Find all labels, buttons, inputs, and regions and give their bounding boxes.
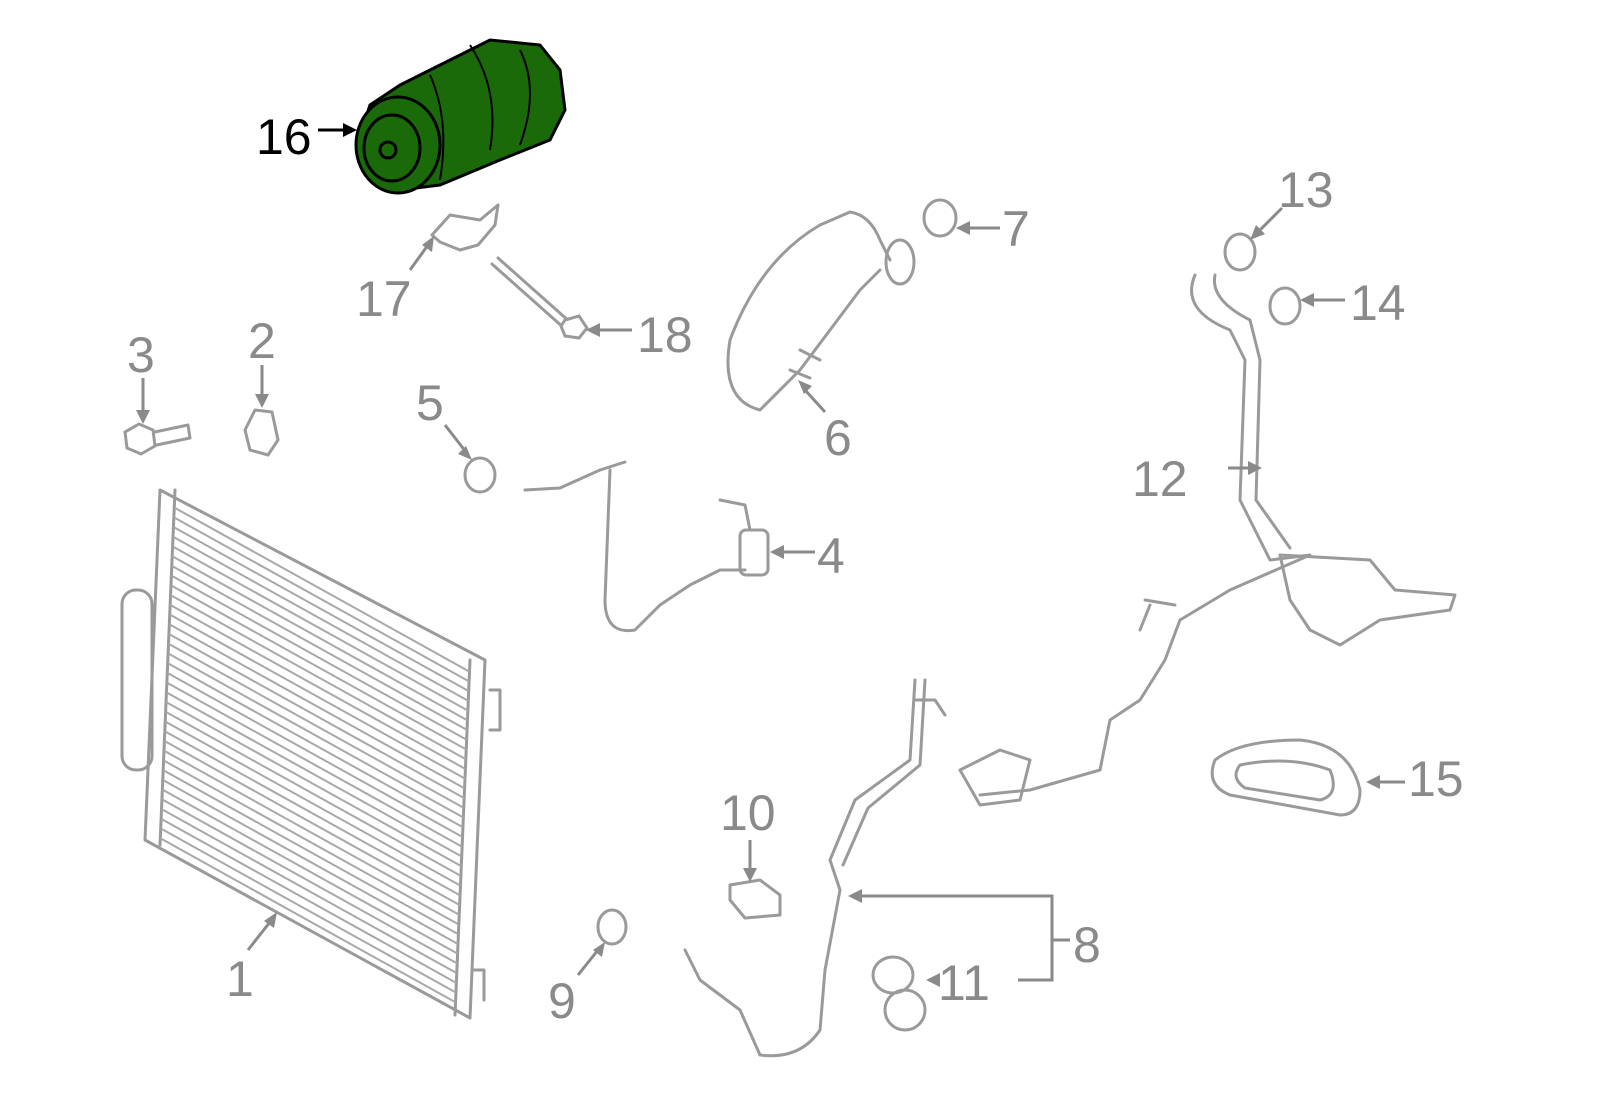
condenser-fin [169, 604, 466, 770]
part-18-bolt[interactable] [490, 256, 589, 340]
part-16-ac-compressor[interactable] [354, 38, 567, 195]
part-14-o-ring[interactable] [1268, 286, 1302, 326]
condenser-fin [173, 526, 470, 693]
part-2-clip[interactable] [243, 408, 280, 457]
condenser-fin [165, 711, 462, 877]
callout-6[interactable]: 6 [824, 410, 852, 466]
condenser-fin [170, 584, 467, 751]
part-13-o-ring[interactable] [1223, 232, 1257, 272]
condenser-fin [170, 594, 467, 761]
condenser-fin [168, 633, 465, 799]
part-9-o-ring[interactable] [596, 908, 628, 946]
condenser-fin [161, 798, 458, 965]
condenser-fin [167, 672, 463, 838]
callout-4[interactable]: 4 [817, 528, 845, 584]
condenser-fin [172, 555, 468, 722]
part-15-gasket[interactable] [1210, 738, 1362, 817]
condenser-fin [165, 701, 462, 868]
condenser-fin [173, 516, 470, 683]
condenser-fin [169, 613, 466, 780]
condenser-fin [162, 779, 459, 945]
callout-3[interactable]: 3 [127, 327, 155, 383]
callout-14[interactable]: 14 [1350, 275, 1406, 331]
callout-11[interactable]: 11 [938, 955, 990, 1011]
condenser-fin [166, 681, 463, 848]
part-10-sensor[interactable] [728, 878, 782, 920]
condenser-fin [163, 759, 460, 926]
condenser-fin [174, 506, 471, 673]
callout-1[interactable]: 1 [226, 951, 254, 1007]
condenser-fin [172, 536, 469, 702]
part-5-o-ring[interactable] [463, 456, 497, 494]
part-1-condenser[interactable] [120, 488, 502, 1020]
part-7-o-ring[interactable] [922, 198, 958, 238]
callout-10[interactable]: 10 [720, 785, 776, 841]
callout-9[interactable]: 9 [548, 973, 576, 1029]
part-3-bolt[interactable] [123, 422, 192, 456]
part-6-ac-hose[interactable] [726, 210, 916, 412]
condenser-fin [160, 817, 457, 984]
callout-18[interactable]: 18 [637, 307, 693, 363]
condenser-fin [164, 720, 461, 887]
condenser-fin [169, 623, 466, 790]
part-4-ac-line[interactable] [523, 460, 770, 633]
condenser-fin [159, 837, 456, 1004]
condenser-fin [166, 691, 463, 858]
condenser-fin [160, 827, 457, 994]
callout-7[interactable]: 7 [1002, 201, 1030, 257]
condenser-fin [163, 749, 460, 916]
condenser-fin [161, 808, 458, 974]
callout-13[interactable]: 13 [1278, 162, 1334, 218]
callout-17[interactable]: 17 [356, 271, 412, 327]
callout-8[interactable]: 8 [1073, 917, 1101, 973]
condenser-fin [172, 545, 469, 712]
part-8-ac-line[interactable] [683, 678, 947, 1058]
condenser-fin [171, 565, 468, 731]
condenser-fin [167, 652, 464, 819]
condenser-fin [168, 642, 465, 809]
part-12-ac-line-assembly[interactable] [958, 273, 1457, 807]
callout-12[interactable]: 12 [1132, 451, 1188, 507]
part-11-valve[interactable] [871, 955, 927, 1032]
callout-2[interactable]: 2 [248, 313, 276, 369]
condenser-fin [162, 769, 459, 936]
condenser-fin [167, 662, 464, 829]
part-17-bracket[interactable] [430, 203, 500, 252]
condenser-fin [164, 730, 461, 897]
callout-16[interactable]: 16 [256, 109, 312, 165]
callout-arrows [136, 123, 1405, 987]
callout-5[interactable]: 5 [416, 375, 444, 431]
condenser-fin [164, 740, 461, 906]
condenser-fin [162, 788, 458, 955]
condenser-fin [171, 574, 468, 741]
callout-15[interactable]: 15 [1408, 751, 1464, 807]
